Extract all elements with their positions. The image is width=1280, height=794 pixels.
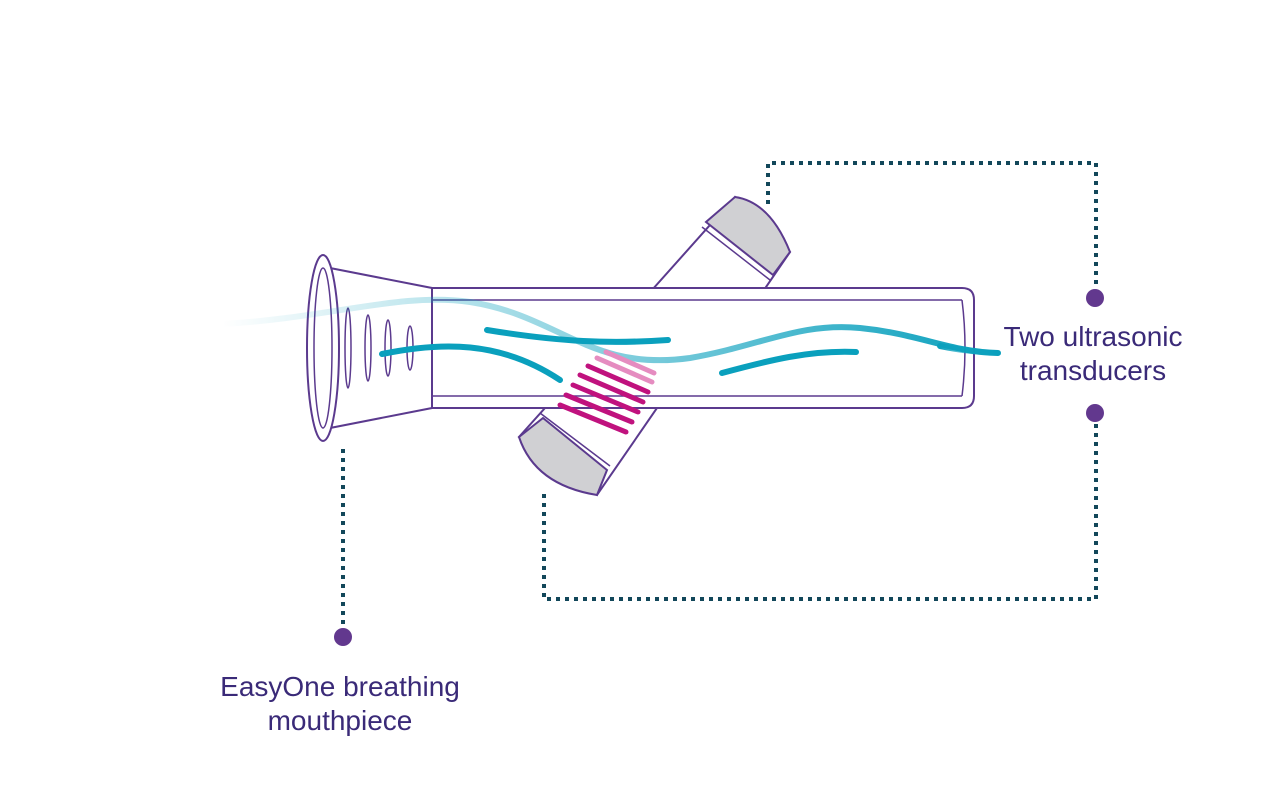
- airflow-waves: [219, 296, 1001, 383]
- lower-transducer-cap: [517, 416, 609, 497]
- ultrasonic-signal: [557, 349, 657, 435]
- upper-transducer-cap: [704, 195, 792, 277]
- mouthpiece-label-line1: EasyOne breathing: [220, 671, 460, 702]
- marker-dot-upper: [1086, 289, 1104, 307]
- marker-dot-mouthpiece: [334, 628, 352, 646]
- lower-transducer: [517, 407, 659, 497]
- transducers-label-line1: Two ultrasonic: [1003, 321, 1183, 352]
- airflow-wave-main: [219, 296, 1001, 364]
- connector-lines: [341, 161, 1098, 624]
- airflow-wave-middle: [484, 327, 671, 345]
- transducers-label-line2: transducers: [1019, 355, 1167, 386]
- connector-lower: [542, 424, 1098, 601]
- transducers-label: Two ultrasonic transducers: [978, 320, 1208, 388]
- airflow-wave-right: [719, 348, 859, 376]
- marker-dot-lower: [1086, 404, 1104, 422]
- connector-upper: [766, 161, 1098, 286]
- mouthpiece-label: EasyOne breathing mouthpiece: [190, 670, 490, 738]
- airflow-wave-lower: [379, 343, 563, 383]
- airflow-wave-main-tail: [937, 343, 1001, 356]
- mouthpiece-label-line2: mouthpiece: [267, 705, 413, 736]
- upper-transducer: [649, 195, 792, 291]
